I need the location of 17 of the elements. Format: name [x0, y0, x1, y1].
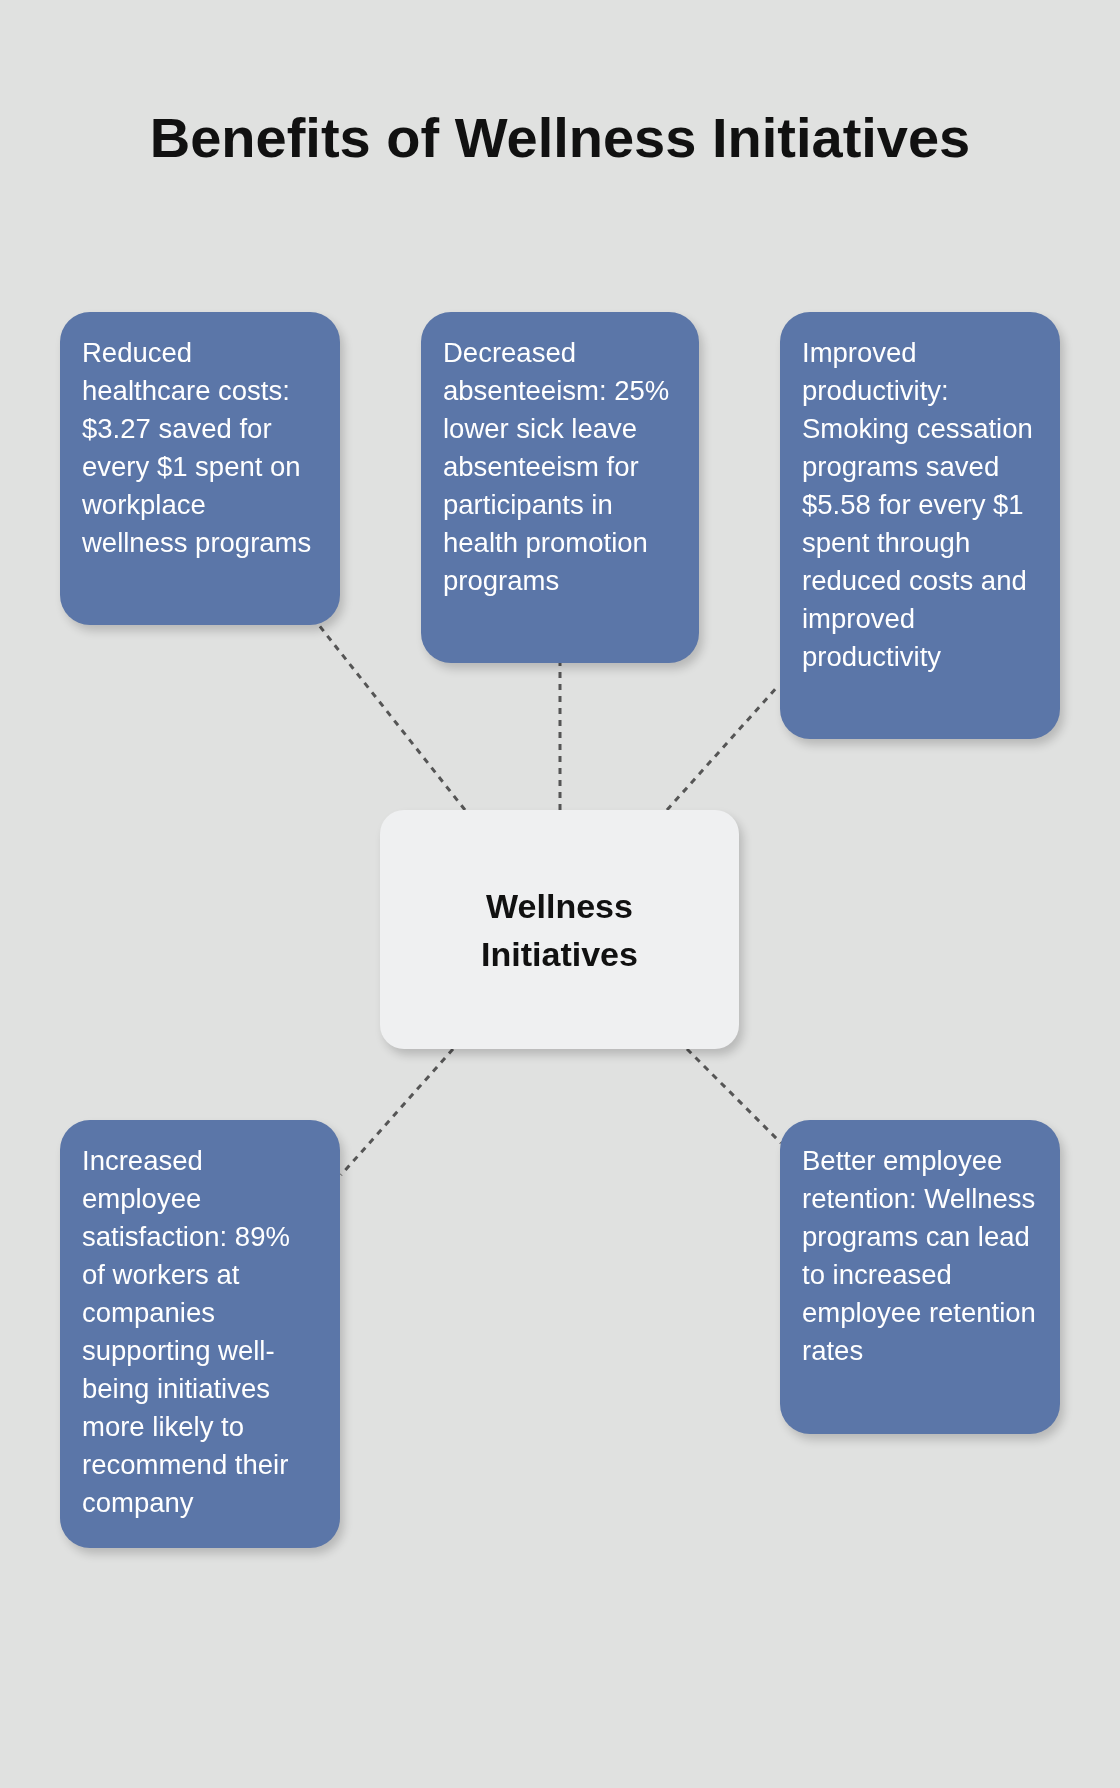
central-label: Wellness Initiatives	[480, 885, 639, 975]
central-box	[380, 810, 739, 1049]
benefit-text: Increased employee satisfaction: 89% of workers at companies supporting well-being initiatives more likely to recommend their company	[82, 1144, 291, 1520]
benefit-box	[780, 1120, 1060, 1434]
benefit-text: Decreased absenteeism: 25% lower sick leave absenteeism for participants in health promotion programs	[443, 336, 671, 598]
benefit-box	[421, 312, 699, 663]
benefit-text: Reduced healthcare costs: $3.27 saved for every $1 spent on workplace wellness programs	[82, 336, 313, 560]
connector-line	[316, 623, 467, 811]
benefit-text: Improved productivity: Smoking cessation programs saved $5.58 for every $1 spent through reduced costs and improved productivity	[802, 336, 1034, 674]
benefit-box	[60, 1120, 340, 1548]
benefit-box	[60, 312, 340, 625]
benefit-box	[780, 312, 1060, 739]
connector-line	[339, 1048, 455, 1176]
benefit-text: Better employee retention: Wellness programs can lead to increased employee retention rates	[802, 1144, 1037, 1368]
connector-line	[558, 663, 562, 810]
connector-line	[685, 1047, 783, 1145]
title: Benefits of Wellness Initiatives	[148, 105, 972, 170]
